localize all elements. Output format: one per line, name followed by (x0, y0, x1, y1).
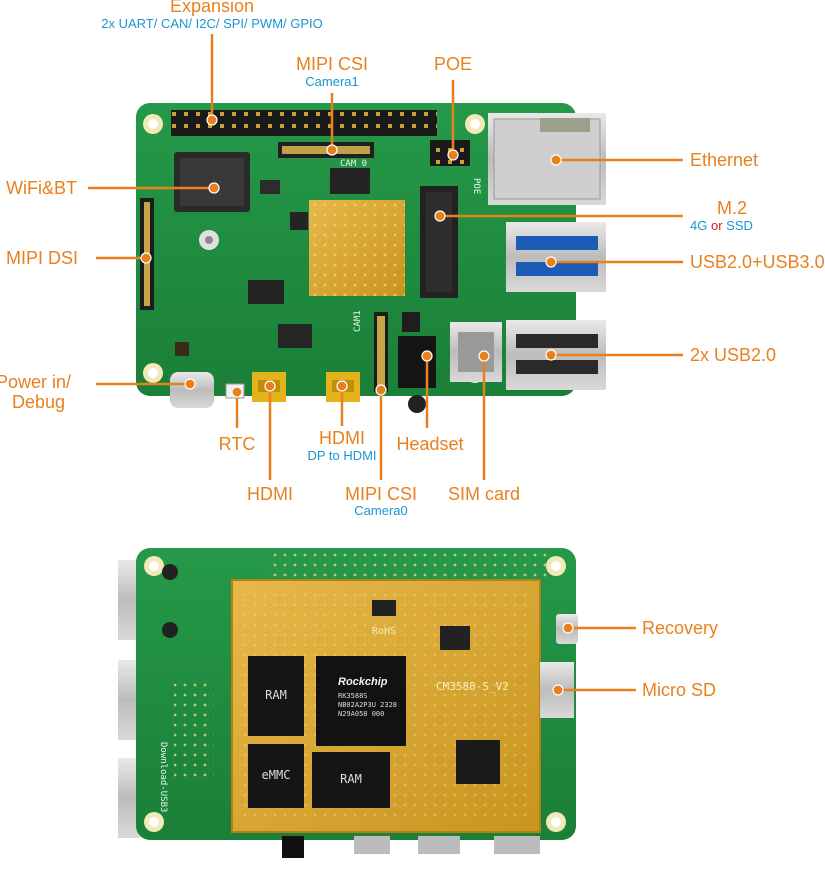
label-recovery: Recovery (642, 618, 719, 638)
label-m2-4g: 4G (690, 218, 708, 233)
label-m2-ssd: SSD (726, 218, 753, 233)
label-wifi-bt: WiFi&BT (6, 178, 77, 198)
label-expansion: Expansion (169, 0, 255, 16)
emmc-text: eMMC (261, 768, 291, 782)
label-debug: Debug (12, 392, 66, 412)
silk-cam1: CAM1 (353, 310, 363, 332)
label-m2-or: or (710, 218, 723, 233)
silk-poe: POE (471, 178, 481, 194)
label-expansion-sub: 2x UART/ CAN/ I2C/ SPI/ PWM/ GPIO (101, 16, 323, 31)
silk-cam0: CAM 0 (340, 159, 367, 169)
label-poe: POE (433, 54, 472, 74)
label-mipi-csi1: MIPI CSI (295, 54, 368, 74)
emmc-chip (248, 744, 304, 808)
ram1-text: RAM (265, 688, 287, 702)
usb-combo-port (506, 222, 606, 292)
soc-line2: NB02A2P3U 2328 (338, 701, 398, 709)
callout-dots-bottom (552, 622, 574, 696)
label-hdmi-dp: HDMI (319, 428, 365, 448)
label-headset: Headset (396, 434, 464, 454)
usb-c-port (170, 372, 214, 408)
ram2-text: RAM (340, 772, 362, 786)
pmic-chip (456, 740, 500, 784)
download-usb-silk: Download-USB3 (158, 742, 168, 813)
label-ethernet: Ethernet (690, 150, 759, 170)
label-rtc: RTC (218, 434, 256, 454)
label-sim-card: SIM card (447, 484, 521, 504)
soc-brand: Rockchip (338, 676, 388, 688)
label-mipi-csi1-sub: Camera1 (305, 74, 359, 89)
label-usb-combo: USB2.0+USB3.0 (690, 252, 825, 272)
ram-chip-1 (248, 656, 304, 736)
bottom-gpio-pins (266, 552, 546, 578)
label-micro-sd: Micro SD (642, 680, 717, 700)
soc-line1: RK3588S (338, 692, 368, 700)
bottom-board (118, 548, 578, 858)
label-mipi-csi0-sub: Camera0 (354, 503, 408, 518)
label-mipi-dsi: MIPI DSI (6, 248, 79, 268)
soc-line3: N29A058 000 (338, 710, 385, 718)
callout-dots-top (140, 114, 562, 398)
diagram-canvas: CAM 0 POE CAM1 (88, 34, 683, 858)
ram-chip-2 (312, 752, 390, 808)
label-hdmi-dp-sub: DP to HDMI (307, 448, 377, 463)
label-hdmi: HDMI (247, 484, 293, 504)
top-board (136, 103, 606, 413)
label-m2-sub: 4G or SSD (690, 218, 753, 233)
rohs-mark: RoHS (372, 626, 397, 637)
callouts-top (88, 34, 683, 480)
label-usb2: 2x USB2.0 (690, 345, 777, 365)
callouts-bottom (558, 626, 636, 692)
module-name: CM3588-S_V2 (436, 680, 509, 693)
label-power-in: Power in/ (0, 372, 72, 392)
soc-chip (316, 656, 406, 746)
label-mipi-csi0: MIPI CSI (344, 484, 417, 504)
label-m2: M.2 (716, 198, 747, 218)
headset-jack (398, 336, 436, 388)
